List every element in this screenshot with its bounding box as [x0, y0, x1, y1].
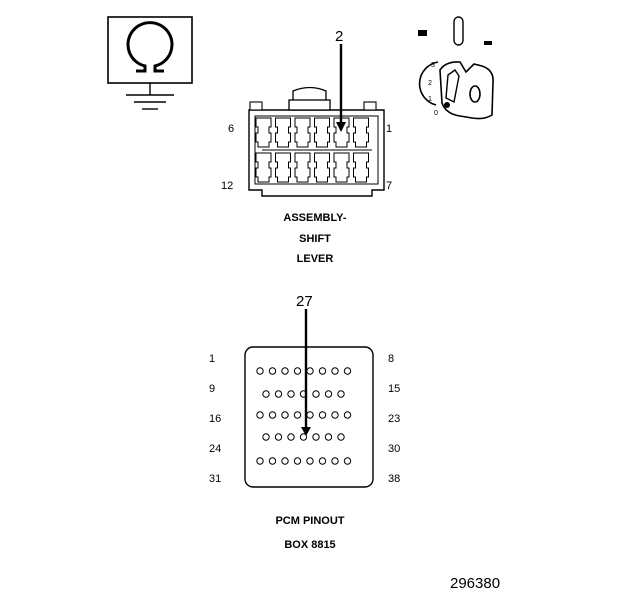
pcm-connector — [244, 346, 374, 488]
pcm-right-pin-label: 8 — [388, 353, 394, 365]
pcm-left-pin-label: 31 — [209, 473, 221, 485]
shift-lever-cavity — [294, 117, 311, 148]
pcm-pin — [318, 411, 327, 419]
pcm-pin — [281, 367, 289, 375]
pcm-pin — [324, 433, 333, 441]
shift-lever-cavity — [333, 152, 350, 183]
pcm-pin — [306, 411, 314, 419]
shift-lever-cavity — [294, 152, 311, 183]
pcm-pin — [331, 367, 339, 375]
pcm-pin — [268, 367, 277, 375]
pcm-pin — [312, 390, 320, 398]
pcm-pin — [268, 457, 277, 465]
shift-lever-caption-line: ASSEMBLY- — [283, 212, 347, 224]
shift-lever-pin-label-6: 6 — [228, 123, 234, 135]
pcm-pin — [262, 433, 270, 441]
pcm-left-pin-label: 9 — [209, 383, 215, 395]
pcm-left-pin-label: 24 — [209, 443, 221, 455]
pcm-pin — [306, 367, 314, 375]
pcm-pin — [287, 433, 295, 441]
pcm-left-pin-label: 1 — [209, 353, 215, 365]
shift-lever-cavity — [255, 152, 272, 183]
pcm-pin — [256, 411, 264, 419]
shift-lever-caption-line: LEVER — [297, 253, 334, 265]
pcm-pin — [318, 367, 327, 375]
figure-number: 296380 — [450, 575, 500, 592]
ignition-key-icon: 3 2 1 0 — [418, 16, 494, 120]
pcm-pin — [324, 390, 333, 398]
shift-lever-connector — [248, 86, 385, 197]
pcm-pin — [306, 457, 314, 465]
pcm-pin — [299, 433, 308, 441]
pcm-pin — [287, 390, 295, 398]
ignition-position-label: 0 — [434, 110, 438, 117]
pcm-callout-label: 27 — [296, 293, 313, 310]
pcm-pin — [274, 433, 283, 441]
ignition-position-label: 2 — [428, 80, 432, 87]
pcm-callout-arrowhead — [301, 427, 311, 436]
pcm-pin — [281, 457, 289, 465]
shift-lever-pin-label-7: 7 — [386, 180, 392, 192]
pcm-pin — [318, 457, 327, 465]
pcm-pin — [331, 411, 339, 419]
pcm-right-pin-label: 23 — [388, 413, 400, 425]
pcm-right-pin-label: 38 — [388, 473, 400, 485]
pcm-pin — [281, 411, 289, 419]
pcm-caption-line: BOX 8815 — [284, 539, 335, 551]
shift-lever-pin-label-1: 1 — [386, 123, 392, 135]
pcm-pin — [337, 390, 345, 398]
pcm-pin — [274, 390, 283, 398]
shift-lever-cavity — [314, 117, 330, 148]
pcm-pin — [293, 411, 302, 419]
ignition-position-label: 3 — [431, 62, 435, 69]
pcm-pin-array — [256, 367, 352, 465]
shift-lever-pin-label-12: 12 — [221, 180, 233, 192]
shift-lever-cavity — [255, 117, 272, 148]
pcm-pin — [268, 411, 277, 419]
pcm-pin — [256, 457, 264, 465]
shift-lever-caption-line: SHIFT — [299, 233, 331, 245]
pcm-pin — [343, 367, 352, 375]
pcm-pin — [293, 457, 302, 465]
shift-lever-cavity — [353, 117, 369, 148]
pcm-pin — [343, 457, 352, 465]
shift-lever-callout-label: 2 — [335, 28, 343, 45]
pcm-right-pin-label: 15 — [388, 383, 400, 395]
shift-lever-callout-arrowhead — [336, 122, 346, 132]
pcm-caption-line: PCM PINOUT — [275, 515, 344, 527]
ignition-position-label: 1 — [428, 96, 432, 103]
pcm-pin — [312, 433, 320, 441]
pcm-pin — [337, 433, 345, 441]
pcm-pin — [293, 367, 302, 375]
shift-lever-cavity — [353, 152, 369, 183]
shift-lever-cavity — [275, 152, 291, 183]
pcm-left-pin-label: 16 — [209, 413, 221, 425]
shift-lever-cavity — [275, 117, 291, 148]
pcm-pin — [256, 367, 264, 375]
pcm-right-pin-label: 30 — [388, 443, 400, 455]
pcm-pin — [343, 411, 352, 419]
pcm-pin — [331, 457, 339, 465]
shift-lever-cavity — [314, 152, 330, 183]
pcm-pin — [262, 390, 270, 398]
ohm-ground-icon — [107, 16, 193, 110]
